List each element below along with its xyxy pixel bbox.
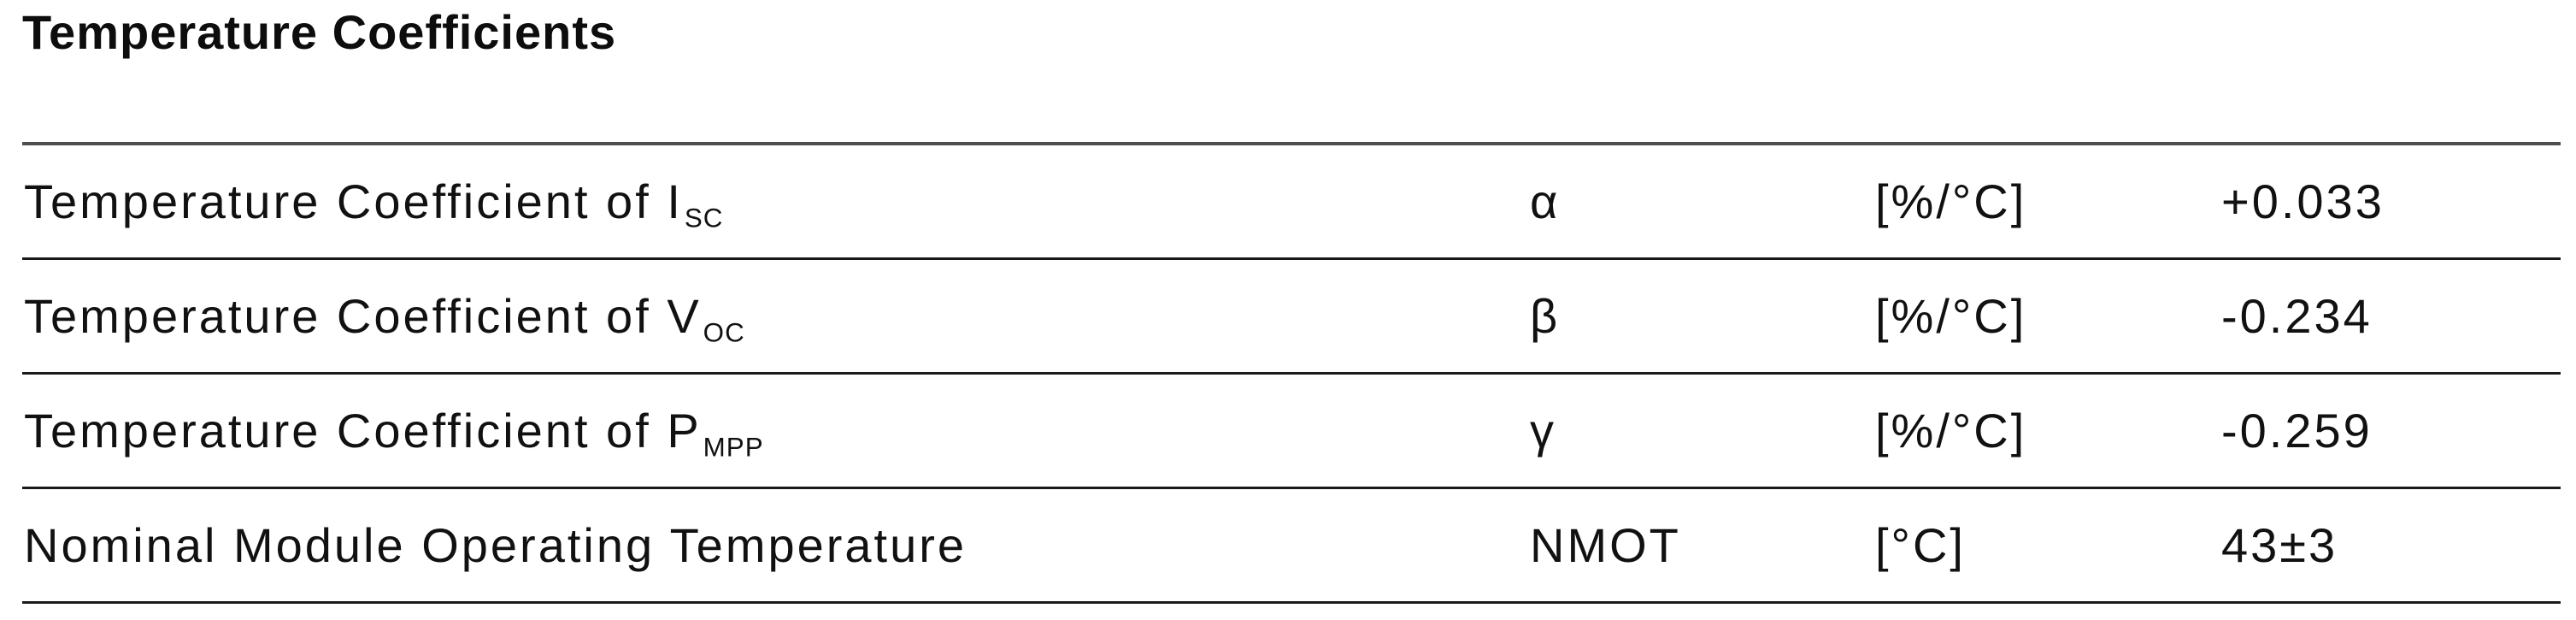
table-row-pmpp: Temperature Coefficient of PMPP γ [%/°C]… [22,375,2561,490]
symbol-cell: α [1530,174,1561,228]
parameter-label: Temperature Coefficient of I [24,174,683,228]
table-row-isc: Temperature Coefficient of ISC α [%/°C] … [22,145,2561,261]
parameter-cell: Temperature Coefficient of VOC [22,288,1528,346]
value-cell: 43±3 [2221,517,2338,572]
parameter-subscript: MPP [703,432,764,463]
value-cell: +0.033 [2221,174,2385,228]
symbol-cell: NMOT [1530,517,1681,572]
parameter-subscript: SC [684,203,724,233]
section-title: Temperature Coefficients [22,5,617,59]
parameter-label: Temperature Coefficient of V [24,288,702,343]
value-cell: -0.259 [2221,403,2373,458]
unit-cell: [°C] [1875,517,1966,572]
table-row-voc: Temperature Coefficient of VOC β [%/°C] … [22,260,2561,375]
table-row-nmot: Nominal Module Operating Temperature NMO… [22,489,2561,605]
symbol-cell: β [1530,288,1561,343]
unit-cell: [%/°C] [1875,288,2027,343]
value-cell: -0.234 [2221,288,2373,343]
symbol-cell: γ [1530,403,1556,458]
parameter-label: Temperature Coefficient of P [24,403,702,458]
parameter-cell: Temperature Coefficient of PMPP [22,403,1528,461]
parameter-label: Nominal Module Operating Temperature [24,517,967,572]
unit-cell: [%/°C] [1875,403,2027,458]
temperature-coefficients-table: Temperature Coefficient of ISC α [%/°C] … [22,142,2561,605]
parameter-cell: Temperature Coefficient of ISC [22,177,1528,232]
unit-cell: [%/°C] [1875,174,2027,228]
parameter-subscript: OC [703,317,745,348]
parameter-cell: Nominal Module Operating Temperature [22,521,1528,570]
